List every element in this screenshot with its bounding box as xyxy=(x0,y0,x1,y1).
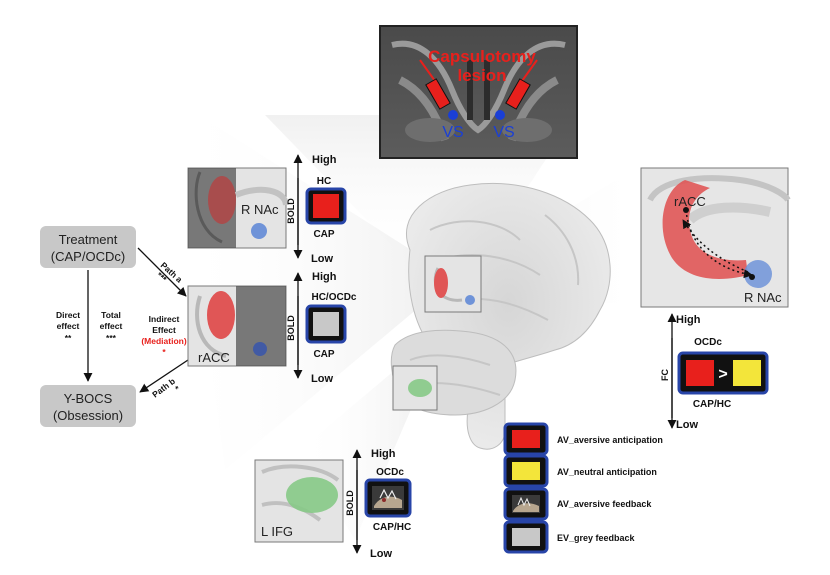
condition-legend: AV_aversive anticipation AV_neutral anti… xyxy=(503,422,663,554)
legend-item-neutral-anticipation: AV_neutral anticipation xyxy=(503,454,657,488)
mediation-model: Treatment (CAP/OCDc) Y-BOCS (Obsession) … xyxy=(40,226,189,427)
racc-scale-bottom-group: CAP xyxy=(313,349,334,360)
legend-item-aversive-anticipation: AV_aversive anticipation xyxy=(503,422,663,456)
fc-scale: High Low FC OCDc > CAP/HC xyxy=(660,313,769,431)
racc-nac-panel-racc-label: rACC xyxy=(674,194,706,209)
treatment-label-line1: Treatment xyxy=(59,232,118,247)
racc-condition-grey xyxy=(313,312,339,336)
brain-inset-midline xyxy=(424,255,482,313)
nac-bold-scale: High Low BOLD HC CAP xyxy=(286,154,347,265)
legend-label: AV_aversive feedback xyxy=(557,499,652,509)
treatment-label-line2: (CAP/OCDc) xyxy=(51,249,125,264)
fc-scale-high: High xyxy=(676,314,701,326)
racc-panel-label: rACC xyxy=(198,350,230,365)
lifg-scale-high: High xyxy=(371,448,396,460)
mri-coronal-slice: Capsulotomy lesion VS VS xyxy=(379,25,578,159)
fc-scale-top-group: OCDc xyxy=(694,337,722,348)
nac-condition-red xyxy=(313,194,339,218)
total-effect-line1: Total xyxy=(101,310,121,320)
lifg-scale-top-group: OCDc xyxy=(376,467,404,478)
legend-label: AV_neutral anticipation xyxy=(557,467,657,477)
ybocs-label-line2: (Obsession) xyxy=(53,408,123,423)
lifg-scale-bottom-group: CAP/HC xyxy=(373,522,411,533)
racc-panel: rACC xyxy=(187,285,287,367)
path-b-label: Path b xyxy=(150,376,177,400)
lifg-scale-low: Low xyxy=(370,548,392,560)
total-effect-line2: effect xyxy=(100,321,123,331)
fc-condition-yellow xyxy=(733,360,761,386)
legend-item-grey-feedback: EV_grey feedback xyxy=(503,520,636,554)
racc-nac-panel: rACC R NAc xyxy=(640,167,791,308)
nac-panel-label: R NAc xyxy=(241,202,279,217)
total-effect-sig: *** xyxy=(106,333,117,343)
racc-scale-low: Low xyxy=(311,373,333,385)
direct-effect-line2: effect xyxy=(57,321,80,331)
vs-label-right: VS xyxy=(493,124,514,141)
lesion-label-line2: lesion xyxy=(457,66,506,85)
lifg-condition-aversive-image xyxy=(372,486,404,510)
racc-bold-scale: High Low BOLD HC/OCDc CAP xyxy=(286,271,357,385)
nac-panel: R NAc xyxy=(187,167,289,249)
fc-scale-bottom-group: CAP/HC xyxy=(693,399,731,410)
lesion-label-line1: Capsulotomy xyxy=(428,47,536,66)
indirect-effect-line1: Indirect xyxy=(149,314,180,324)
direct-effect-sig: ** xyxy=(65,333,72,343)
ybocs-box xyxy=(40,385,136,427)
lifg-bold-scale: High Low BOLD OCDc CAP/HC xyxy=(345,448,412,560)
nac-scale-low: Low xyxy=(311,253,333,265)
fc-scale-low: Low xyxy=(676,419,698,431)
lifg-panel-label: L IFG xyxy=(261,524,293,539)
brain-inset-lateral xyxy=(392,365,438,411)
legend-label: AV_aversive anticipation xyxy=(557,435,663,445)
racc-scale-axis: BOLD xyxy=(286,315,296,341)
ybocs-label-line1: Y-BOCS xyxy=(64,391,113,406)
racc-scale-high: High xyxy=(312,271,337,283)
racc-nac-panel-nac-label: R NAc xyxy=(744,290,782,305)
legend-item-aversive-feedback: AV_aversive feedback xyxy=(503,487,652,521)
nac-scale-top-group: HC xyxy=(317,176,331,187)
vs-label-left: VS xyxy=(442,124,463,141)
fc-compare-symbol: > xyxy=(718,366,727,383)
fc-scale-axis: FC xyxy=(660,369,670,381)
direct-effect-line1: Direct xyxy=(56,310,80,320)
indirect-effect-sig: * xyxy=(162,347,166,357)
path-a-arrow xyxy=(137,247,187,297)
nac-scale-bottom-group: CAP xyxy=(313,229,334,240)
nac-scale-axis: BOLD xyxy=(286,198,296,224)
legend-label: EV_grey feedback xyxy=(557,533,636,543)
treatment-box xyxy=(40,226,136,268)
fc-condition-red xyxy=(686,360,714,386)
path-b-arrow xyxy=(139,359,189,393)
lifg-panel: L IFG xyxy=(254,459,344,543)
lifg-scale-axis: BOLD xyxy=(345,490,355,516)
nac-scale-high: High xyxy=(312,154,337,166)
indirect-effect-line3: (Mediation) xyxy=(141,336,186,346)
indirect-effect-line2: Effect xyxy=(152,325,176,335)
racc-scale-top-group: HC/OCDc xyxy=(311,292,356,303)
path-b-sig: * xyxy=(173,383,182,393)
